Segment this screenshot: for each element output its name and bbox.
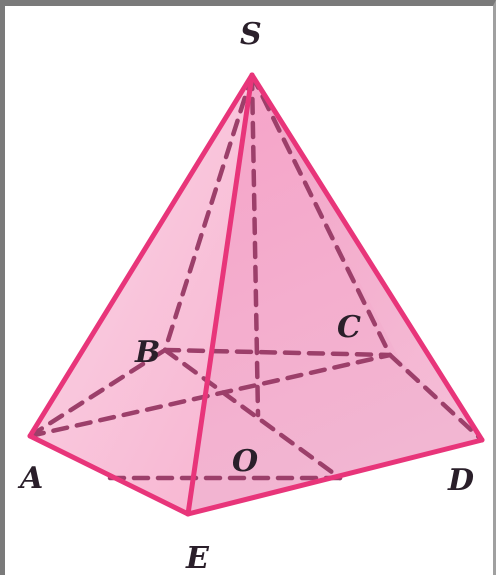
edge-sb	[162, 72, 255, 353]
diagonal-ac	[27, 352, 393, 439]
edge-so	[249, 72, 261, 418]
edge-ab	[27, 347, 168, 439]
edge-sc	[249, 72, 393, 358]
edge-ae	[27, 433, 191, 517]
label-s: S	[240, 17, 262, 52]
edge-ed	[185, 437, 485, 517]
label-b: B	[134, 335, 160, 370]
diagonal-be	[162, 347, 343, 481]
edge-se	[185, 72, 255, 517]
edge-sa	[27, 72, 255, 439]
edge-sd	[249, 72, 485, 443]
label-e: E	[185, 541, 210, 575]
face-sed	[188, 75, 482, 514]
face-sae	[30, 75, 252, 514]
label-o: O	[232, 444, 258, 479]
edge-bc	[162, 347, 393, 358]
label-a: A	[17, 461, 43, 496]
edge-cd	[387, 352, 485, 443]
label-d: D	[447, 463, 474, 498]
label-c: C	[337, 310, 361, 345]
